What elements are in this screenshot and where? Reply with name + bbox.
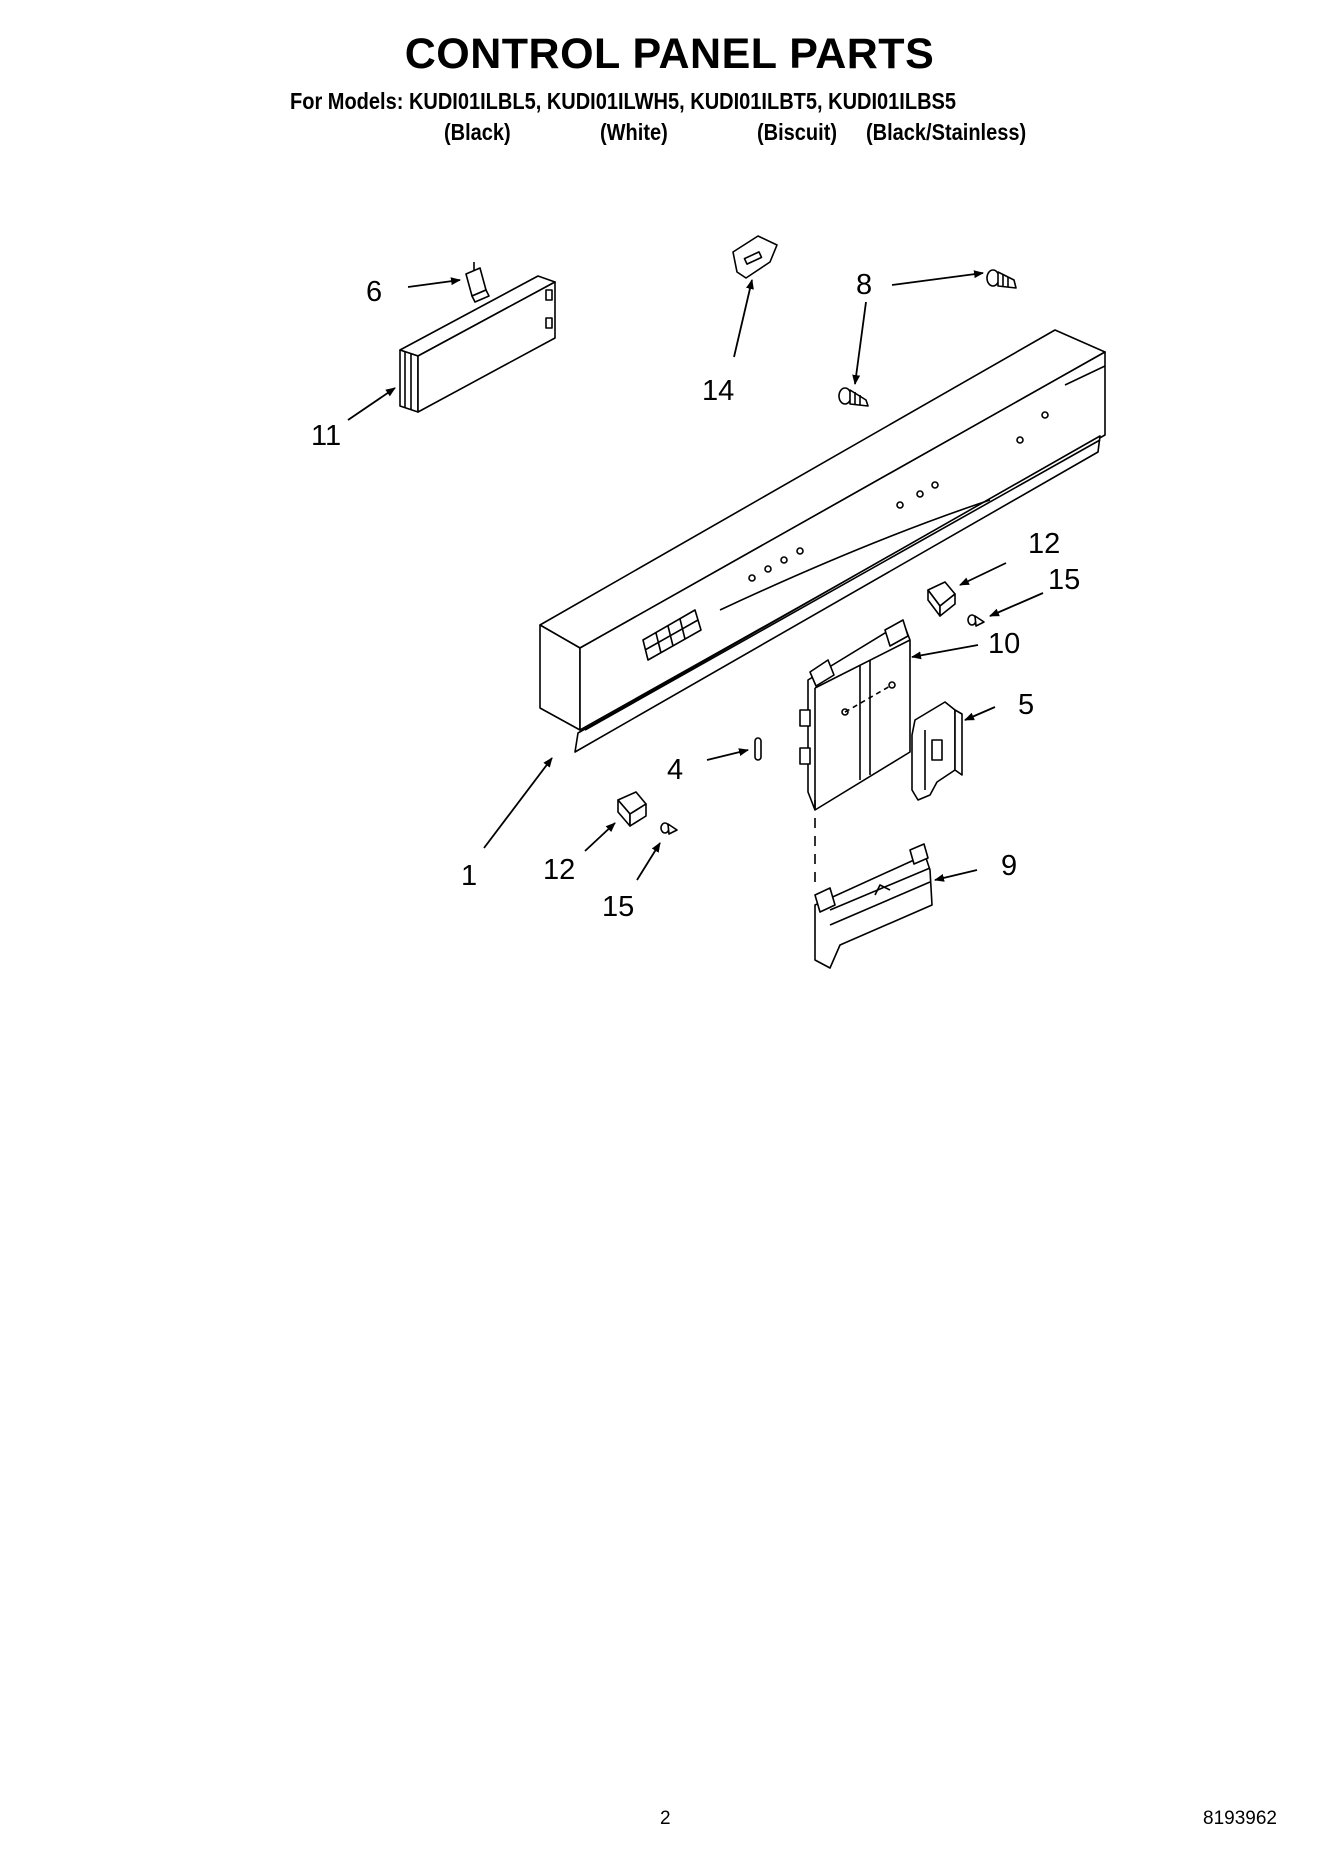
page-title: CONTROL PANEL PARTS <box>404 30 935 78</box>
callout-8: 8 <box>856 269 872 301</box>
leader-15-lower <box>636 842 661 881</box>
screw-lower <box>838 387 869 407</box>
leader-4 <box>706 748 749 761</box>
leader-5 <box>964 706 996 721</box>
leader-10 <box>911 644 979 660</box>
leader-12-upper <box>959 562 1007 586</box>
leader-14 <box>733 279 754 358</box>
page-number: 2 <box>660 1808 671 1829</box>
callout-14: 14 <box>702 375 734 407</box>
side-bracket <box>911 701 963 801</box>
color-label-white: (White) <box>600 119 668 145</box>
callout-15-lower: 15 <box>602 891 634 923</box>
color-label-biscuit: (Biscuit) <box>757 119 838 145</box>
pin-part <box>754 737 762 761</box>
leader-9 <box>934 869 978 882</box>
callout-10: 10 <box>988 628 1020 660</box>
callout-11: 11 <box>311 420 341 452</box>
callout-9: 9 <box>1001 850 1017 882</box>
leader-15-upper <box>989 592 1044 617</box>
leader-8-lower <box>852 301 867 385</box>
callout-15-upper: 15 <box>1048 564 1080 596</box>
screw-small-lower <box>660 822 678 835</box>
screw-small-upper <box>967 614 985 627</box>
callout-12-lower: 12 <box>543 854 575 886</box>
clip-part <box>465 262 490 303</box>
leader-1 <box>483 757 553 849</box>
callout-6: 6 <box>366 276 382 308</box>
lower-bracket <box>814 843 933 969</box>
leader-8-upper <box>891 270 984 286</box>
models-line: For Models: KUDI01ILBL5, KUDI01ILWH5, KU… <box>290 88 956 114</box>
screw-upper <box>986 269 1017 289</box>
callout-1: 1 <box>461 860 477 892</box>
control-panel-console <box>539 329 1106 753</box>
callout-12-upper: 12 <box>1028 528 1060 560</box>
switch-lower <box>617 791 647 827</box>
badge-part <box>732 235 778 279</box>
circuit-board-bracket <box>799 619 911 811</box>
leader-11 <box>347 387 396 421</box>
leader-12-lower <box>584 822 616 852</box>
callout-5: 5 <box>1018 689 1034 721</box>
leader-6 <box>407 277 461 288</box>
callout-4: 4 <box>667 754 683 786</box>
color-label-black-stainless: (Black/Stainless) <box>866 119 1027 145</box>
electronic-control-box <box>399 275 556 413</box>
color-label-black: (Black) <box>444 119 511 145</box>
switch-upper <box>927 581 956 617</box>
document-number: 8193962 <box>1203 1808 1277 1829</box>
